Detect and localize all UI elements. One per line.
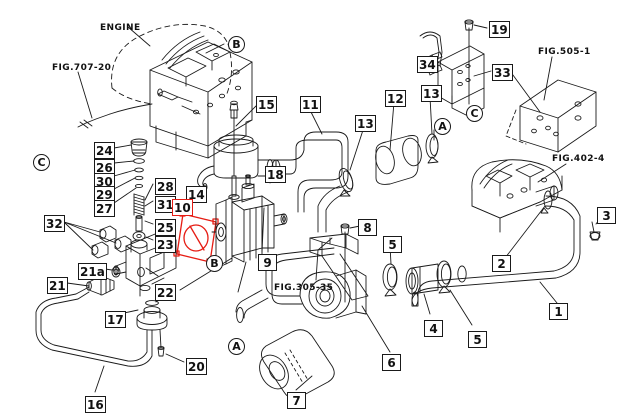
reference-label-fig-402-4: FIG.402-4 (552, 154, 605, 164)
part-callout-11[interactable]: 11 (300, 96, 321, 113)
part-callout-12[interactable]: 12 (385, 90, 406, 107)
bracket-8-art (309, 223, 369, 303)
part-callout-17[interactable]: 17 (105, 311, 126, 328)
part-callout-24[interactable]: 24 (94, 142, 115, 159)
part-callout-7[interactable]: 7 (287, 392, 306, 409)
connection-marker-c[interactable]: C (33, 154, 50, 171)
connection-marker-a[interactable]: A (434, 118, 451, 135)
part-callout-5[interactable]: 5 (468, 331, 487, 348)
part-callout-18[interactable]: 18 (265, 166, 286, 183)
part-callout-21a[interactable]: 21a (78, 263, 107, 280)
small-parts-column-art (113, 138, 148, 204)
part-callout-13[interactable]: 13 (421, 85, 442, 102)
part-callout-4[interactable]: 4 (424, 320, 443, 337)
part-callout-15[interactable]: 15 (256, 96, 277, 113)
pipe-12-art (317, 96, 439, 233)
part-callout-28[interactable]: 28 (155, 178, 176, 195)
part-callout-9[interactable]: 9 (258, 254, 277, 271)
part-callout-19[interactable]: 19 (489, 21, 510, 38)
part-callout-25[interactable]: 25 (155, 219, 176, 236)
part-callout-1[interactable]: 1 (549, 303, 568, 320)
part-callout-5[interactable]: 5 (383, 236, 402, 253)
connector-set-art (382, 245, 473, 326)
part-15-rod-art (228, 100, 257, 200)
part-callout-2[interactable]: 2 (492, 255, 511, 272)
mount-plate-art (505, 56, 597, 153)
part-callout-26[interactable]: 26 (94, 159, 115, 176)
connection-marker-b[interactable]: B (228, 36, 245, 53)
part-callout-34[interactable]: 34 (417, 56, 438, 73)
part-callout-23[interactable]: 23 (155, 236, 176, 253)
part-callout-27[interactable]: 27 (94, 200, 115, 217)
part-callout-6[interactable]: 6 (382, 354, 401, 371)
part-callout-13[interactable]: 13 (355, 115, 376, 132)
part-callout-14[interactable]: 14 (186, 186, 207, 203)
fittings-32-art (63, 221, 132, 259)
connection-marker-b[interactable]: B (206, 255, 223, 272)
part-callout-10[interactable]: 10 (172, 199, 193, 216)
reference-label-fig-505-1: FIG.505-1 (538, 47, 591, 57)
filter-cartridge-7-art (259, 329, 335, 399)
part-callout-8[interactable]: 8 (358, 219, 377, 236)
reference-label-engine: ENGINE (100, 23, 141, 33)
connection-marker-c[interactable]: C (466, 105, 483, 122)
flange-17-art (123, 291, 185, 363)
hose-11-art (275, 107, 349, 213)
reference-label-fig-707-20: FIG.707-20 (52, 63, 112, 73)
part-callout-16[interactable]: 16 (85, 396, 106, 413)
pipe-16-art (35, 286, 153, 393)
part-callout-20[interactable]: 20 (186, 358, 207, 375)
pump-9-art (179, 174, 288, 293)
connection-marker-a[interactable]: A (228, 338, 245, 355)
part-callout-32[interactable]: 32 (44, 215, 65, 232)
reference-label-fig-305-35: FIG.305-35 (274, 283, 334, 293)
part-callout-21[interactable]: 21 (47, 277, 68, 294)
part-callout-3[interactable]: 3 (597, 207, 616, 224)
part-callout-33[interactable]: 33 (492, 64, 513, 81)
part-callout-22[interactable]: 22 (155, 284, 176, 301)
part-callout-29[interactable]: 29 (94, 186, 115, 203)
transmission-art (471, 159, 567, 233)
